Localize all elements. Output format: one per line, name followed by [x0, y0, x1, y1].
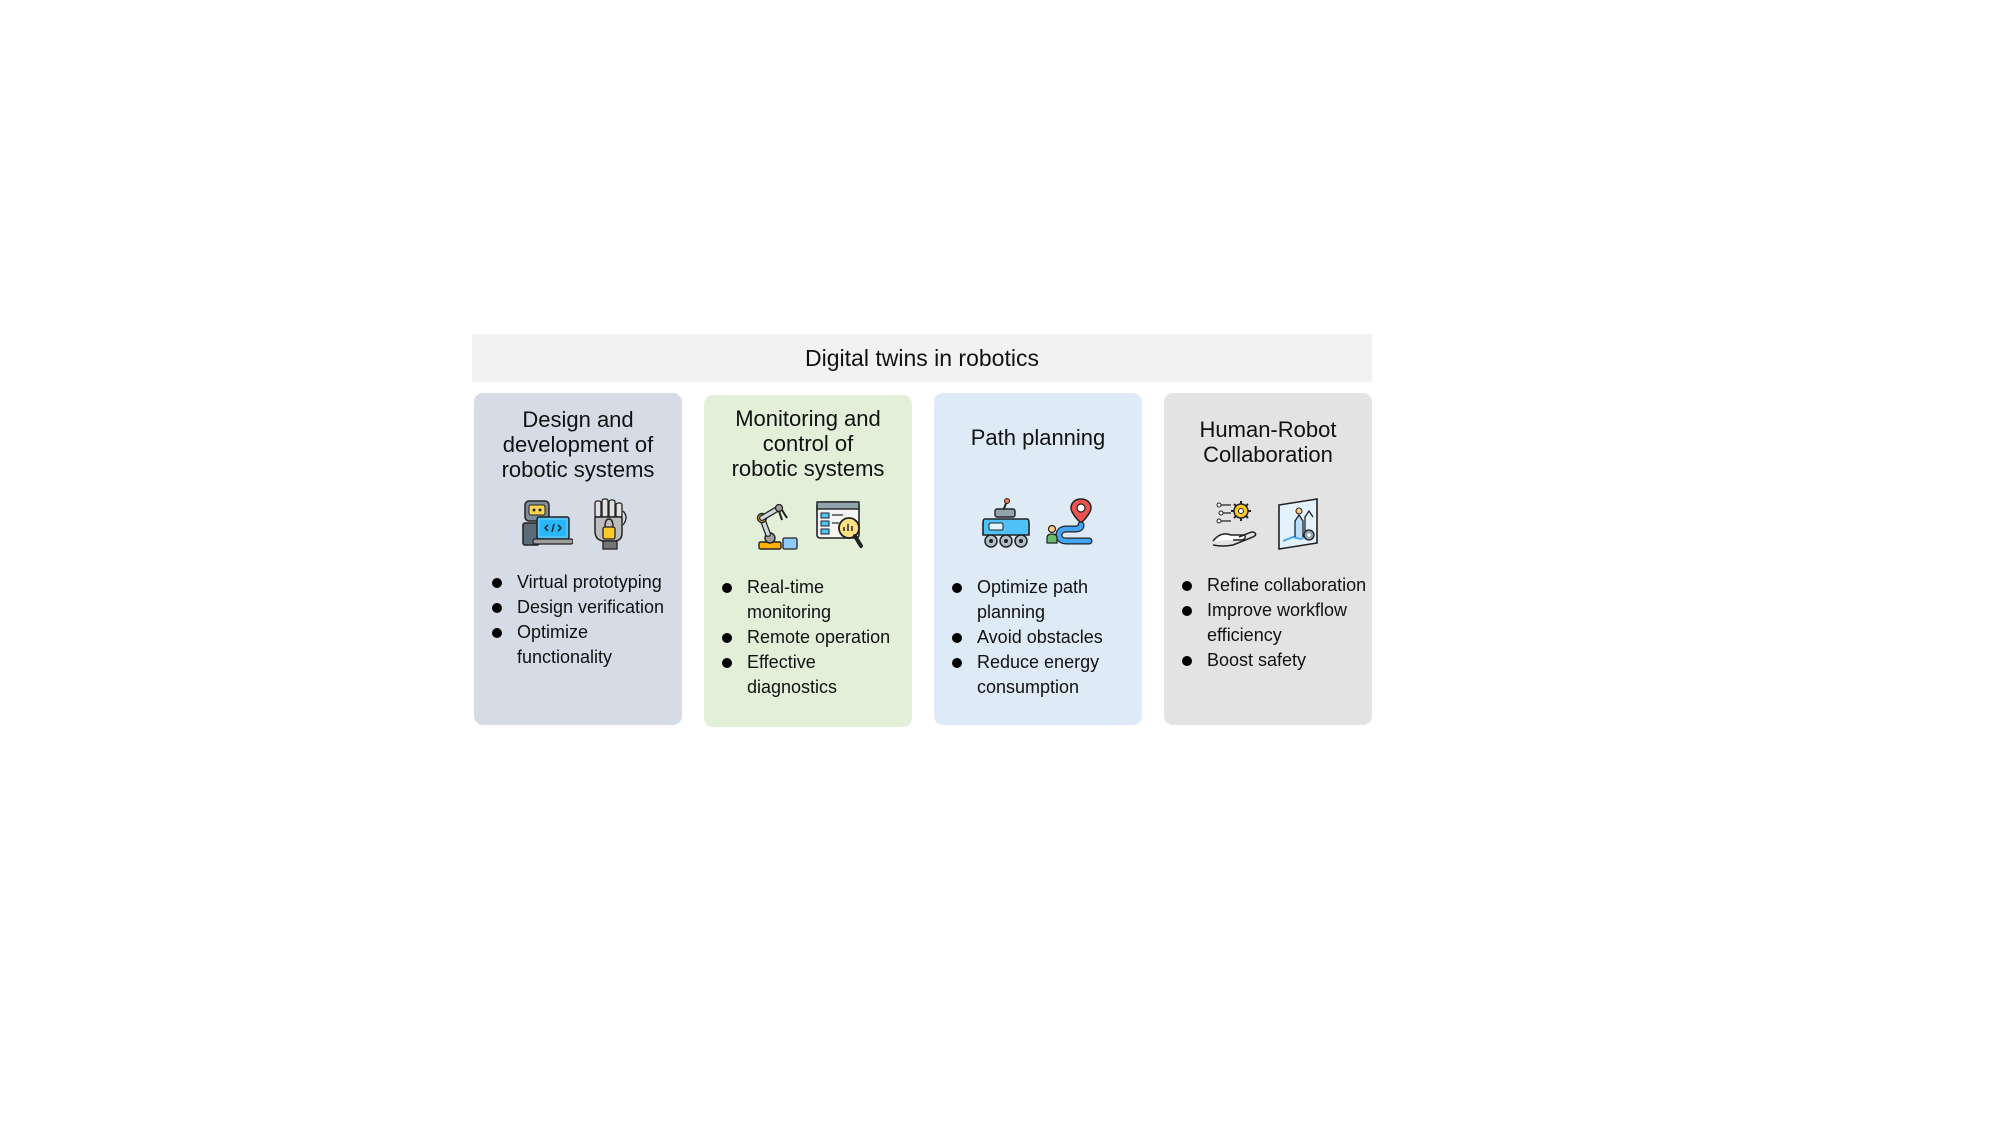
list-item: Optimize functionality: [490, 620, 680, 670]
diagram-title-text: Digital twins in robotics: [805, 344, 1039, 371]
rover-robot-icon: [982, 498, 1030, 548]
card-collab-title: Human-Robot Collaboration: [1164, 417, 1372, 467]
card-path-list: Optimize path planning Avoid obstacles R…: [950, 575, 1140, 700]
card-monitoring-title-line: Monitoring and: [735, 406, 881, 431]
list-item: Design verification: [490, 595, 680, 620]
card-monitoring-title-line: robotic systems: [731, 456, 885, 481]
card-design-title-line: Design and: [522, 407, 634, 432]
card-collab-list: Refine collaboration Improve workflow ef…: [1180, 573, 1370, 673]
list-item: Improve workflow efficiency: [1180, 598, 1370, 648]
robotic-hand-icon: [594, 498, 627, 550]
card-design-list: Virtual prototyping Design verification …: [490, 570, 680, 670]
list-item: Optimize path planning: [950, 575, 1140, 625]
card-path-planning: Path planning Optimize path planning Avo…: [934, 393, 1142, 725]
list-item: Avoid obstacles: [950, 625, 1140, 650]
card-path-title-line: Path planning: [970, 425, 1106, 450]
card-path-title: Path planning: [934, 425, 1142, 450]
card-monitoring-control: Monitoring and control of robotic system…: [704, 395, 912, 727]
card-path-icons: [934, 497, 1142, 551]
collaboration-board-icon: [1278, 498, 1318, 550]
card-design-title: Design and development of robotic system…: [474, 407, 682, 482]
robot-laptop-code-icon: [522, 500, 573, 546]
list-item: Virtual prototyping: [490, 570, 680, 595]
robotic-arm-icon: [756, 503, 798, 550]
card-monitoring-list: Real-time monitoring Remote operation Ef…: [720, 575, 910, 700]
list-item: Refine collaboration: [1180, 573, 1370, 598]
card-design-icons: [474, 497, 682, 551]
list-item: Boost safety: [1180, 648, 1370, 673]
card-monitoring-title-line: control of: [762, 431, 854, 456]
route-map-pin-icon: [1046, 498, 1093, 545]
card-collab-title-line: Collaboration: [1203, 442, 1333, 467]
card-human-robot-collaboration: Human-Robot Collaboration Refine collabo…: [1164, 393, 1372, 725]
list-item: Effective diagnostics: [720, 650, 910, 700]
hand-gear-network-icon: [1212, 501, 1257, 547]
list-item: Reduce energy consumption: [950, 650, 1140, 700]
card-collab-title-line: Human-Robot: [1199, 417, 1337, 442]
card-monitoring-title: Monitoring and control of robotic system…: [704, 406, 912, 481]
list-item: Remote operation: [720, 625, 910, 650]
card-design-title-line: development of: [502, 432, 654, 457]
card-design-title-line: robotic systems: [501, 457, 655, 482]
card-design-development: Design and development of robotic system…: [474, 393, 682, 725]
diagram-title: Digital twins in robotics: [472, 334, 1372, 382]
card-monitoring-icons: [704, 498, 912, 552]
dashboard-magnifier-icon: [816, 501, 863, 548]
list-item: Real-time monitoring: [720, 575, 910, 625]
card-collab-icons: [1164, 497, 1372, 551]
